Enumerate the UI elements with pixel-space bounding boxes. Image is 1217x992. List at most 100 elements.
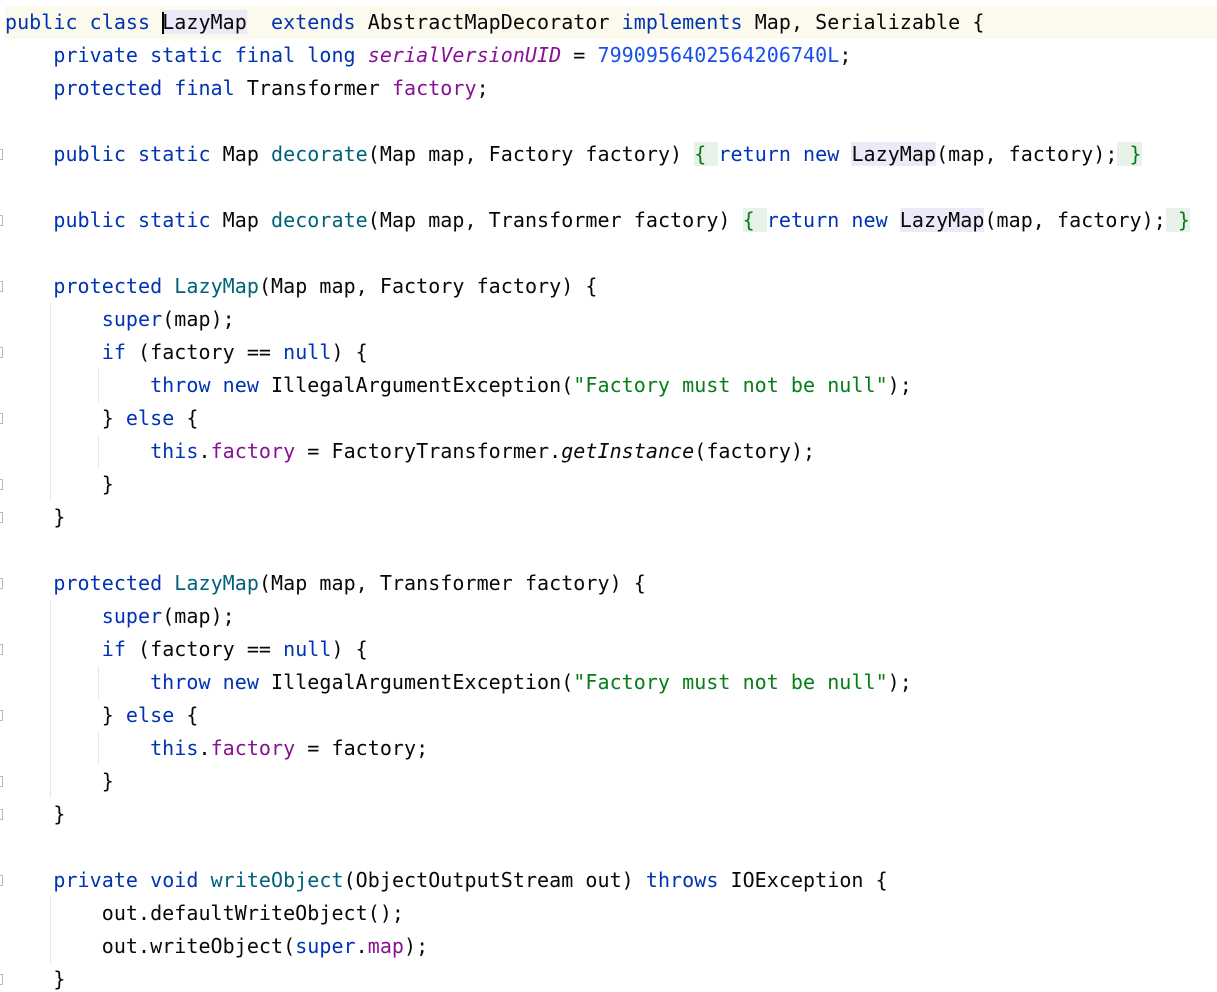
code-token: writeObject bbox=[210, 868, 344, 892]
indent-guide bbox=[98, 732, 99, 765]
code-token: } bbox=[1117, 142, 1142, 166]
code-line[interactable]: throw new IllegalArgumentException("Fact… bbox=[5, 369, 912, 402]
code-token: ; bbox=[476, 76, 489, 100]
code-line[interactable]: if (factory == null) { bbox=[5, 633, 368, 666]
code-token: { bbox=[186, 703, 199, 727]
code-line[interactable]: this.factory = FactoryTransformer.getIns… bbox=[5, 435, 815, 468]
code-token: Map bbox=[222, 142, 272, 166]
code-token: this bbox=[150, 736, 199, 760]
code-line[interactable]: } bbox=[5, 468, 114, 501]
code-token: null bbox=[283, 637, 332, 661]
code-line[interactable]: public static Map decorate(Map map, Tran… bbox=[5, 204, 1190, 237]
code-token: out.writeObject( bbox=[5, 934, 296, 958]
code-token: IllegalArgumentException( bbox=[271, 670, 574, 694]
code-line[interactable]: if (factory == null) { bbox=[5, 336, 368, 369]
code-line[interactable]: } bbox=[5, 798, 65, 831]
fold-marker-icon[interactable] bbox=[0, 974, 3, 985]
code-line[interactable]: } bbox=[5, 963, 65, 992]
fold-marker-icon[interactable] bbox=[0, 347, 3, 358]
code-line[interactable]: super(map); bbox=[5, 600, 235, 633]
code-token: . bbox=[198, 439, 211, 463]
code-token: . bbox=[355, 934, 368, 958]
code-token: private static final long bbox=[53, 43, 368, 67]
code-line[interactable]: out.defaultWriteObject(); bbox=[5, 897, 404, 930]
code-token bbox=[5, 373, 150, 397]
code-token: = factory; bbox=[295, 736, 429, 760]
code-token: private void bbox=[53, 868, 211, 892]
code-token bbox=[5, 736, 150, 760]
code-token: ); bbox=[887, 670, 912, 694]
code-token: (Map map, Transformer factory) bbox=[367, 208, 743, 232]
code-line[interactable]: public static Map decorate(Map map, Fact… bbox=[5, 138, 1142, 171]
indent-guide bbox=[50, 303, 51, 501]
code-token: LazyMap bbox=[174, 274, 259, 298]
code-line[interactable]: protected LazyMap(Map map, Factory facto… bbox=[5, 270, 598, 303]
code-token: IllegalArgumentException( bbox=[271, 373, 574, 397]
code-token: IOException { bbox=[730, 868, 888, 892]
code-token: extends bbox=[271, 10, 368, 34]
fold-marker-icon[interactable] bbox=[0, 710, 3, 721]
code-token: = FactoryTransformer. bbox=[295, 439, 562, 463]
fold-marker-icon[interactable] bbox=[0, 413, 3, 424]
code-token: (map, factory); bbox=[984, 208, 1166, 232]
code-token: } bbox=[5, 769, 114, 793]
fold-marker-icon[interactable] bbox=[0, 512, 3, 523]
fold-marker-icon[interactable] bbox=[0, 215, 3, 226]
code-line[interactable]: this.factory = factory; bbox=[5, 732, 428, 765]
code-token: protected bbox=[53, 274, 175, 298]
indent-guide bbox=[98, 369, 99, 402]
code-token: protected final bbox=[53, 76, 247, 100]
code-line[interactable]: public class LazyMap extends AbstractMap… bbox=[5, 6, 1217, 39]
code-token: Map, Serializable { bbox=[754, 10, 985, 34]
code-token: public static bbox=[53, 142, 223, 166]
code-line[interactable]: } bbox=[5, 501, 65, 534]
code-token: serialVersionUID bbox=[367, 43, 562, 67]
fold-marker-icon[interactable] bbox=[0, 578, 3, 589]
code-token: ) { bbox=[331, 637, 368, 661]
code-line[interactable]: super(map); bbox=[5, 303, 235, 336]
code-token bbox=[5, 868, 53, 892]
fold-marker-icon[interactable] bbox=[0, 149, 3, 160]
code-line[interactable]: protected final Transformer factory; bbox=[5, 72, 489, 105]
code-token: } bbox=[5, 505, 66, 529]
code-token: ; bbox=[839, 43, 852, 67]
code-token: } bbox=[5, 406, 126, 430]
code-token: super bbox=[101, 604, 163, 628]
code-line[interactable]: } else { bbox=[5, 402, 199, 435]
code-token: (map, factory); bbox=[936, 142, 1118, 166]
code-token: AbstractMapDecorator bbox=[367, 10, 622, 34]
indent-guide bbox=[50, 897, 51, 963]
code-line[interactable]: throw new IllegalArgumentException("Fact… bbox=[5, 666, 912, 699]
code-token bbox=[5, 571, 53, 595]
code-line[interactable]: out.writeObject(super.map); bbox=[5, 930, 428, 963]
fold-marker-icon[interactable] bbox=[0, 281, 3, 292]
code-line[interactable]: protected LazyMap(Map map, Transformer f… bbox=[5, 567, 646, 600]
code-token: (map); bbox=[162, 604, 235, 628]
code-token bbox=[247, 10, 271, 34]
code-token: (factory); bbox=[694, 439, 816, 463]
code-line[interactable]: } else { bbox=[5, 699, 199, 732]
code-token: throw new bbox=[150, 373, 272, 397]
fold-marker-icon[interactable] bbox=[0, 875, 3, 886]
code-token: LazyMap bbox=[162, 10, 247, 34]
code-token: = bbox=[561, 43, 598, 67]
fold-marker-icon[interactable] bbox=[0, 809, 3, 820]
code-line[interactable]: private void writeObject(ObjectOutputStr… bbox=[5, 864, 888, 897]
code-line[interactable]: private static final long serialVersionU… bbox=[5, 39, 851, 72]
fold-marker-icon[interactable] bbox=[0, 644, 3, 655]
fold-marker-icon[interactable] bbox=[0, 479, 3, 490]
code-token: implements bbox=[621, 10, 755, 34]
code-token: } bbox=[5, 472, 114, 496]
code-token: super bbox=[101, 307, 163, 331]
code-line[interactable]: } bbox=[5, 765, 114, 798]
code-token: public static bbox=[53, 208, 223, 232]
code-token: } bbox=[5, 703, 126, 727]
code-token bbox=[5, 604, 102, 628]
code-token: { bbox=[742, 208, 767, 232]
code-token bbox=[5, 43, 53, 67]
code-token: map bbox=[367, 934, 405, 958]
code-token: return new bbox=[718, 142, 852, 166]
fold-marker-icon[interactable] bbox=[0, 776, 3, 787]
code-token: } bbox=[1165, 208, 1190, 232]
